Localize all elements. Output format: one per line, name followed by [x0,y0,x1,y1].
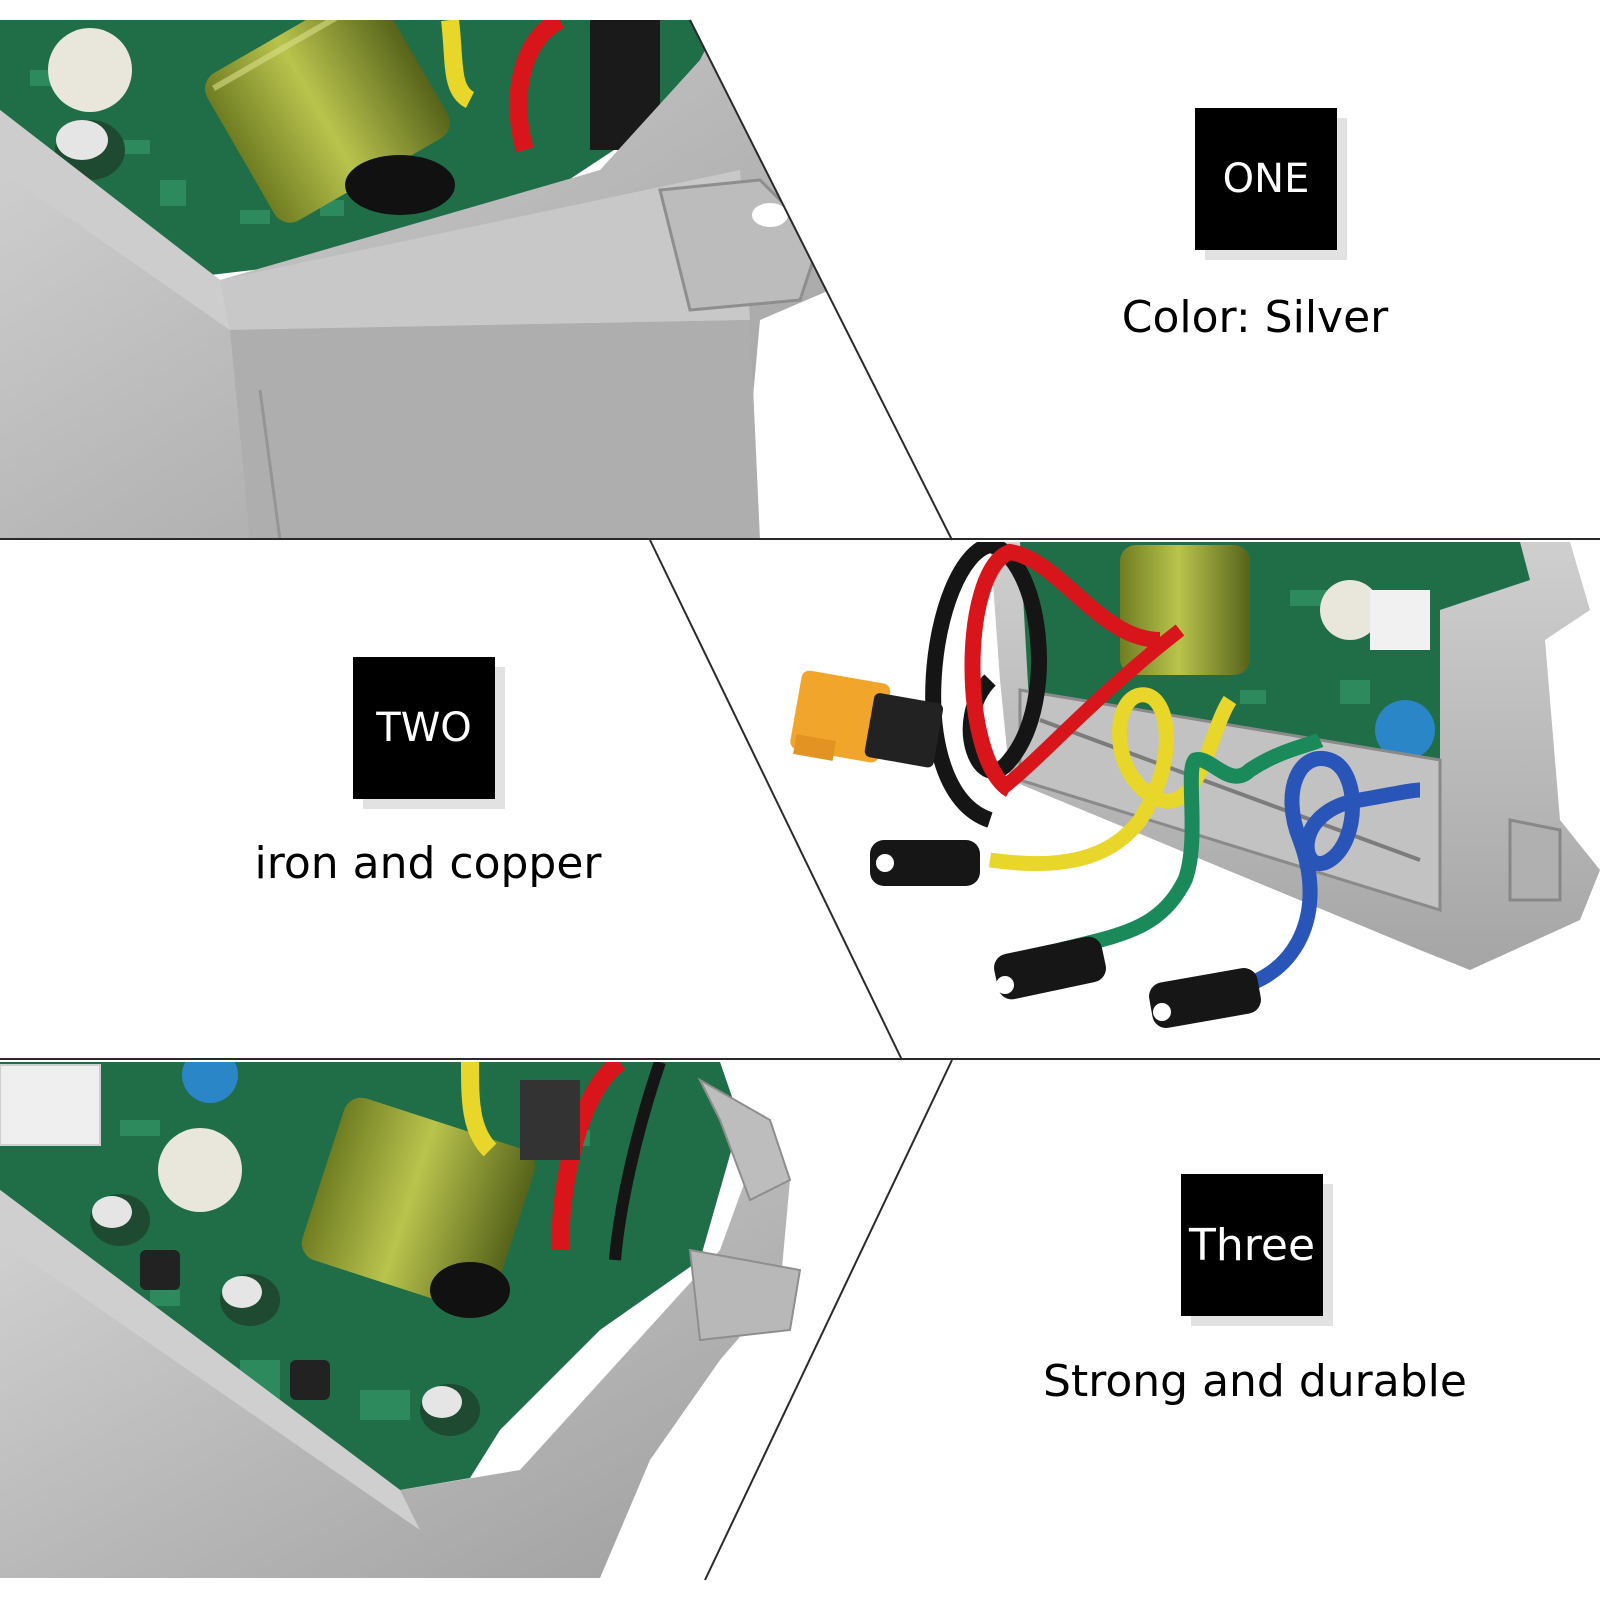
caption-iron-and-copper: iron and copper [254,838,602,889]
badge-one: ONE [1195,108,1337,250]
divider-line-1 [0,538,1600,540]
caption-color-silver: Color: Silver [1121,292,1389,343]
photo-top-housing-corner [0,20,950,538]
photo-middle-wiring [650,542,1600,1058]
divider-line-2 [0,1058,1600,1060]
badge-two: TWO [353,657,495,799]
badge-three: Three [1181,1174,1323,1316]
caption-strong-and-durable: Strong and durable [1043,1356,1467,1407]
photo-bottom-pcb-detail [0,1062,952,1578]
